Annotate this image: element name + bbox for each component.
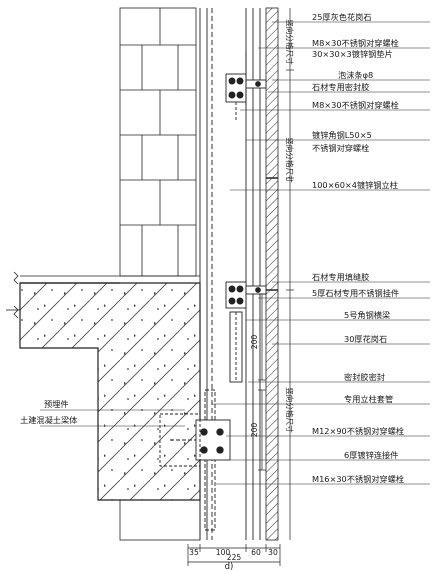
break-line-top: [13, 271, 19, 285]
callout-washer: 30×30×3镀锌钢垫片: [312, 49, 393, 59]
lower-bracket: [225, 281, 267, 383]
brick-wall: [119, 7, 197, 277]
callout-bolt-m8-a: M8×30不锈钢对穿螺栓: [312, 38, 399, 48]
callout-angle-steel: 镀锌角钢L50×5: [312, 130, 372, 140]
base-connection: [159, 389, 231, 531]
dim-side-200-b: 200: [250, 423, 259, 438]
dim-60: 60: [251, 548, 261, 557]
leader-lines-right: [212, 21, 430, 485]
figure-label: d): [225, 562, 234, 570]
dim-35: 35: [189, 548, 199, 557]
vertical-axis-line: [286, 8, 294, 540]
callout-sleeve: 专用立柱套管: [344, 394, 393, 404]
callout-connector: 6厚镀锌连接件: [344, 450, 398, 460]
vertical-label-3: 竖向分格尺寸: [285, 387, 295, 433]
callout-granite-25: 25厚灰色花岗石: [312, 12, 372, 22]
callout-embedded-part: 预埋件: [44, 399, 69, 409]
dim-side-200-a: 200: [250, 335, 259, 350]
callout-joint-filler: 石材专用填缝胶: [312, 272, 369, 282]
dim-30: 30: [268, 548, 278, 557]
callout-bolt-ss: 不锈钢对穿螺栓: [312, 143, 369, 153]
side-dimensions: [258, 293, 266, 471]
callout-granite-30: 30厚花岗石: [344, 334, 387, 344]
dim-100: 100: [216, 548, 231, 557]
vertical-label-2: 竖向分格尺寸: [285, 137, 295, 183]
dim-total-225: 225: [227, 553, 242, 562]
callout-beam: 5号角钢横梁: [344, 310, 390, 320]
callout-bolt-m16: M16×30不锈钢对穿螺栓: [312, 474, 404, 484]
bottom-dimensions: [187, 544, 281, 566]
upper-bracket: [225, 50, 267, 120]
granite-panel: [265, 7, 279, 541]
callout-bolt-m12: M12×90不锈钢对穿螺栓: [312, 426, 404, 436]
callout-seal: 密封胶密封: [344, 372, 385, 382]
concrete-beam: [6, 271, 201, 541]
callout-hanger: 5厚石材专用不锈钢挂件: [312, 288, 399, 298]
vertical-label-1: 竖向分格尺寸: [285, 19, 295, 65]
callout-bolt-m8-b: M8×30不锈钢对穿螺栓: [312, 100, 399, 110]
callout-foam-strip: 泡沫条φ8: [338, 70, 373, 80]
break-line-bottom: [13, 305, 19, 319]
leader-lines-left: [40, 409, 185, 427]
callout-column: 100×60×4镀锌钢立柱: [312, 180, 398, 190]
callout-concrete-beam: 土建混凝土梁体: [20, 415, 77, 425]
callout-sealant: 石材专用密封胶: [312, 82, 369, 92]
